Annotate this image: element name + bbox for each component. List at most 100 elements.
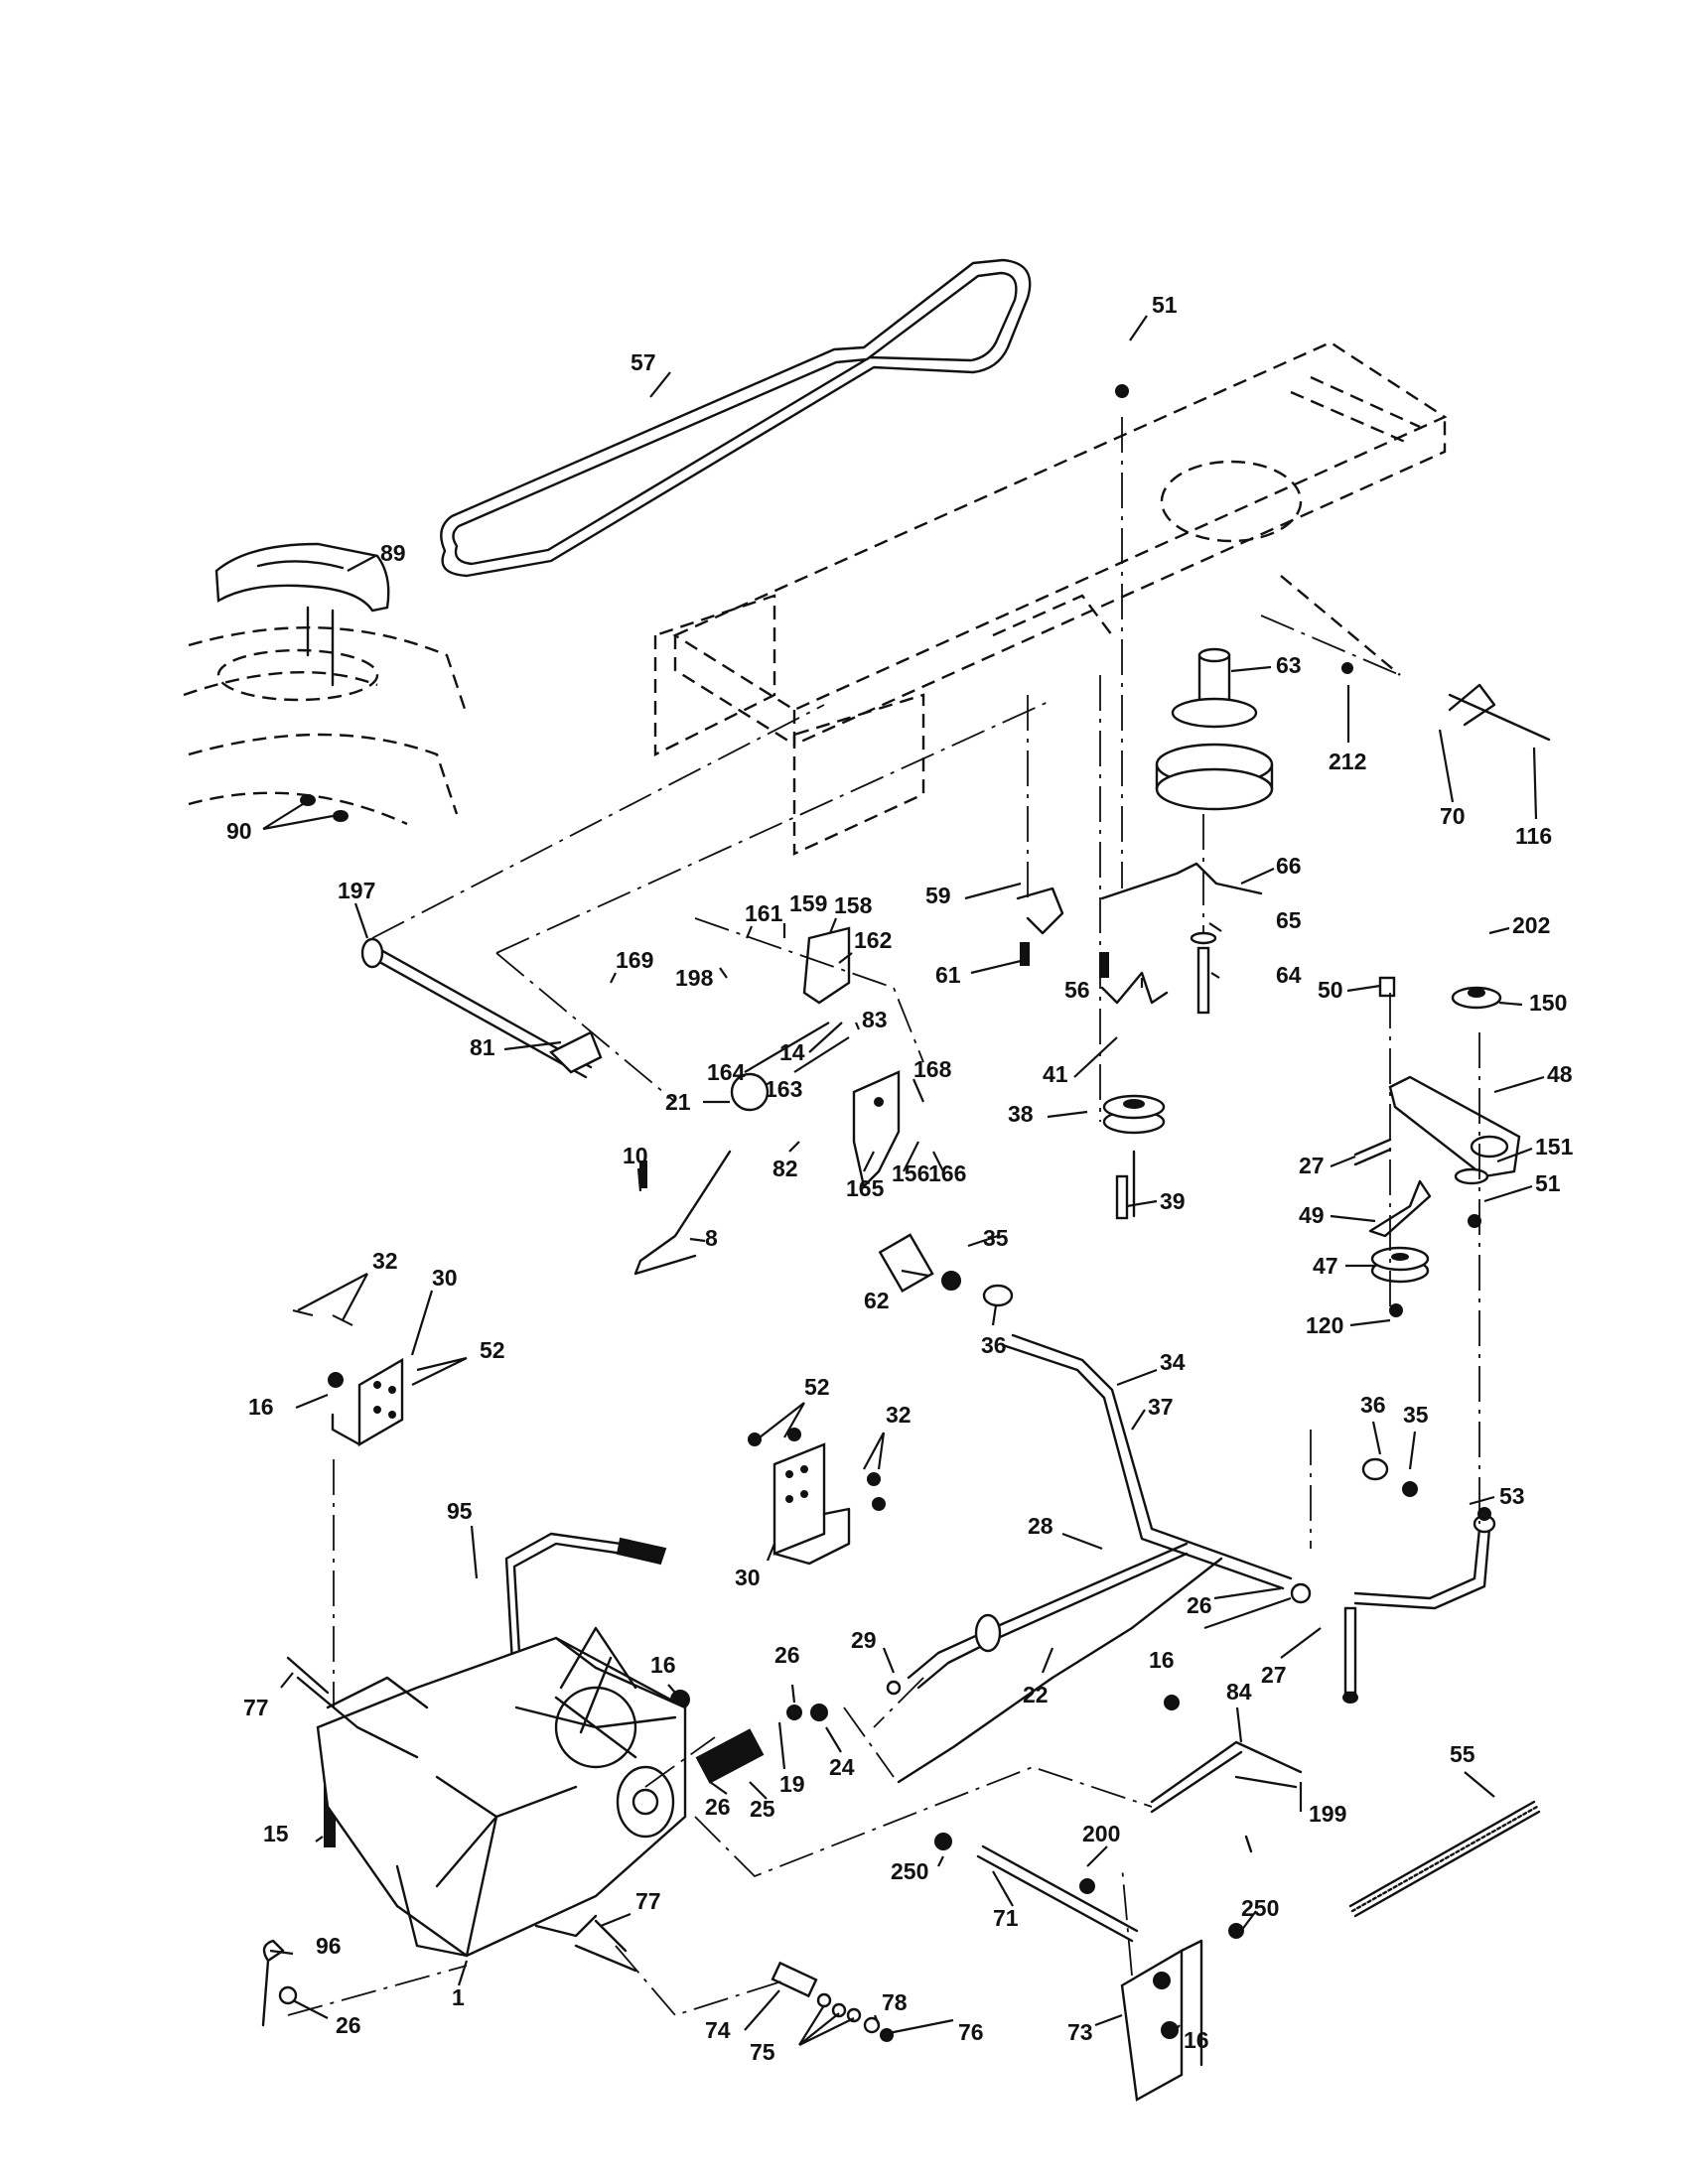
callout-51: 51	[1152, 292, 1178, 318]
callout-27: 27	[1299, 1153, 1325, 1178]
callout-55: 55	[1450, 1741, 1475, 1767]
callout-57: 57	[631, 349, 656, 375]
callout-96: 96	[316, 1933, 342, 1959]
callout-25: 25	[750, 1796, 775, 1822]
callout-197: 197	[338, 878, 375, 903]
seat-bracket	[214, 542, 390, 687]
callout-89: 89	[380, 540, 406, 566]
frame-outline	[183, 341, 1448, 856]
callout-202: 202	[1512, 912, 1550, 938]
pulley-63	[1155, 647, 1274, 811]
callout-15: 15	[263, 1821, 289, 1846]
drive-belt	[440, 258, 1032, 578]
callout-26: 26	[336, 2012, 361, 2038]
callout-35: 35	[1403, 1402, 1429, 1428]
hardware	[261, 384, 1551, 2042]
callout-120: 120	[1306, 1312, 1343, 1338]
callout-84: 84	[1226, 1679, 1252, 1705]
idler-pulley-47	[1370, 1246, 1430, 1284]
callout-47: 47	[1313, 1253, 1338, 1279]
callout-250: 250	[1241, 1895, 1279, 1921]
bracket-73	[1120, 1939, 1203, 2102]
callout-159: 159	[789, 890, 827, 916]
callout-41: 41	[1043, 1061, 1068, 1087]
spring-55	[1348, 1800, 1541, 1918]
link-71	[976, 1844, 1139, 1943]
callout-162: 162	[854, 927, 892, 953]
rod-53	[1353, 1514, 1496, 1610]
callout-250: 250	[891, 1858, 928, 1884]
callout-199: 199	[1309, 1801, 1346, 1827]
callout-labels: 57 51 89 63 212 70 116 90 197 169 161 15…	[226, 292, 1574, 2065]
callout-52: 52	[480, 1337, 505, 1363]
callout-49: 49	[1299, 1202, 1325, 1228]
idler-pulley-38	[1102, 1094, 1166, 1218]
callout-24: 24	[829, 1754, 855, 1780]
callout-30: 30	[735, 1565, 761, 1590]
callout-81: 81	[470, 1034, 495, 1060]
leader-lines	[262, 315, 1545, 2046]
callout-164: 164	[707, 1059, 746, 1085]
mounting-bracket-30-left	[331, 1357, 404, 1447]
callout-156: 156	[892, 1160, 929, 1186]
callout-28: 28	[1028, 1513, 1053, 1539]
callout-22: 22	[1023, 1682, 1049, 1707]
idler-arm-48	[1388, 1075, 1521, 1178]
callout-198: 198	[675, 965, 714, 991]
callout-71: 71	[993, 1905, 1019, 1931]
callout-16: 16	[1149, 1647, 1175, 1673]
callout-95: 95	[447, 1498, 473, 1524]
callout-163: 163	[765, 1076, 802, 1102]
callout-35: 35	[983, 1225, 1009, 1251]
callout-212: 212	[1329, 749, 1366, 774]
callout-21: 21	[665, 1089, 691, 1115]
callout-26: 26	[1187, 1592, 1212, 1618]
callout-48: 48	[1547, 1061, 1573, 1087]
callout-116: 116	[1515, 823, 1552, 849]
callout-37: 37	[1148, 1394, 1174, 1420]
callout-53: 53	[1499, 1483, 1525, 1509]
bracket-49	[1368, 1179, 1432, 1238]
callout-30: 30	[432, 1265, 458, 1291]
callout-1: 1	[452, 1984, 465, 2010]
callout-75: 75	[750, 2039, 775, 2065]
callout-36: 36	[1360, 1392, 1386, 1418]
callout-50: 50	[1318, 977, 1343, 1003]
spring-25	[695, 1728, 765, 1784]
rod-34	[1001, 1333, 1293, 1590]
callout-70: 70	[1440, 803, 1466, 829]
callout-52: 52	[804, 1374, 830, 1400]
callout-165: 165	[846, 1175, 885, 1201]
alignment-lines	[287, 417, 1480, 2017]
callout-150: 150	[1529, 990, 1567, 1016]
callout-10: 10	[623, 1143, 648, 1168]
callout-26: 26	[774, 1642, 800, 1668]
shift-lever-8	[633, 1072, 770, 1276]
callout-158: 158	[834, 892, 873, 918]
callout-62: 62	[864, 1288, 890, 1313]
callout-74: 74	[705, 2017, 731, 2043]
callout-39: 39	[1160, 1188, 1186, 1214]
link-84	[1150, 1740, 1303, 1814]
callout-19: 19	[779, 1771, 805, 1797]
callout-200: 200	[1082, 1821, 1120, 1846]
callout-82: 82	[772, 1156, 798, 1181]
callout-83: 83	[862, 1007, 888, 1032]
callout-27: 27	[1261, 1662, 1287, 1688]
callout-56: 56	[1064, 977, 1090, 1003]
callout-61: 61	[935, 962, 961, 988]
callout-64: 64	[1276, 962, 1302, 988]
callout-78: 78	[882, 1989, 908, 2015]
callout-169: 169	[616, 947, 653, 973]
rod-22	[897, 1557, 1223, 1784]
callout-26: 26	[705, 1794, 731, 1820]
callout-77: 77	[243, 1695, 269, 1720]
shift-rod-81	[360, 937, 603, 1079]
callout-151: 151	[1535, 1134, 1574, 1160]
callout-66: 66	[1276, 853, 1302, 879]
callout-16: 16	[248, 1394, 274, 1420]
callout-77: 77	[635, 1888, 661, 1914]
callout-16: 16	[650, 1652, 676, 1678]
control-bracket-165	[852, 1070, 901, 1189]
